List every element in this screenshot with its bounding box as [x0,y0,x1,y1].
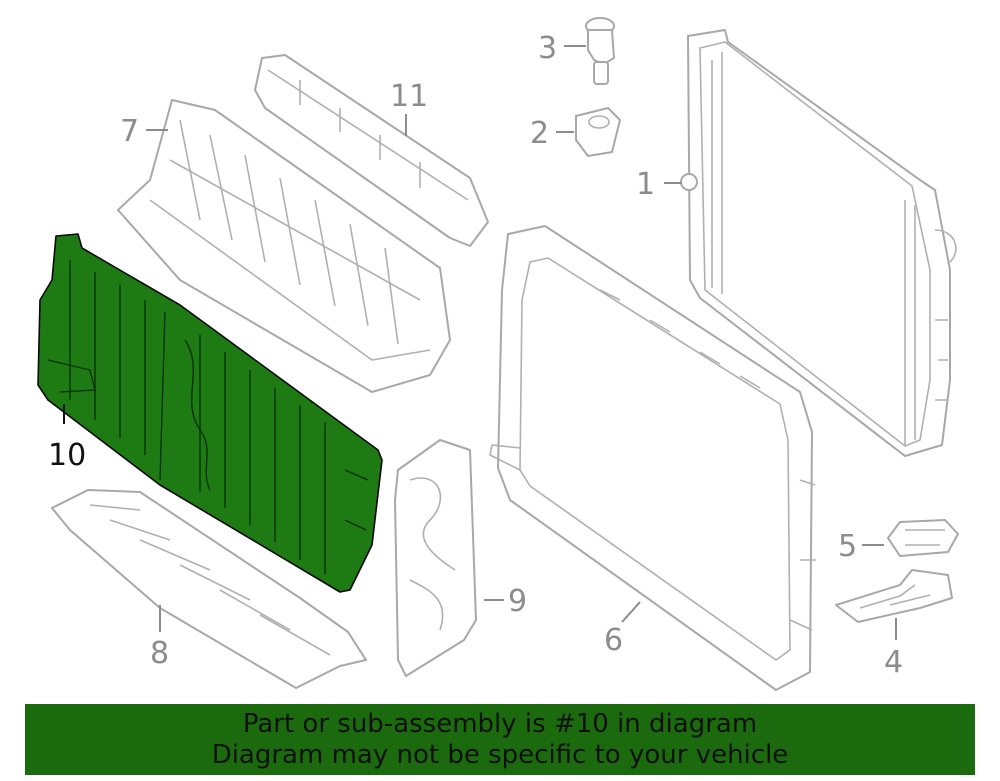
callout-10: 10 [48,438,86,473]
leader-6 [621,601,641,623]
part-3-push-pin [585,17,615,85]
part-6-support-frame [489,225,816,691]
callout-1: 1 [636,167,655,202]
part-8-lower-duct [51,489,367,689]
part-2-grommet [575,107,621,157]
parts-diagram: 1 2 3 4 5 6 7 8 9 10 11 [37,17,959,691]
part-9-side-guide [394,439,477,677]
callout-11: 11 [390,79,428,114]
callout-7: 7 [120,114,139,149]
part-7-upper-duct [117,99,451,393]
callout-4: 4 [884,645,903,680]
callout-9: 9 [508,584,527,619]
callout-5: 5 [838,529,857,564]
part-10-radiator-shutter [37,233,383,593]
callout-8: 8 [150,636,169,671]
banner-line-1: Part or sub-assembly is #10 in diagram [242,709,758,739]
part-4-bracket [835,569,953,623]
callout-2: 2 [530,116,549,151]
part-5-deflector [887,519,959,557]
part-1-radiator [680,29,957,457]
part-11-upper-seal [254,54,489,247]
callout-3: 3 [538,31,557,66]
callout-6: 6 [604,623,623,658]
banner-line-2: Diagram may not be specific to your vehi… [211,740,789,770]
info-banner: Part or sub-assembly is #10 in diagram D… [25,704,975,775]
